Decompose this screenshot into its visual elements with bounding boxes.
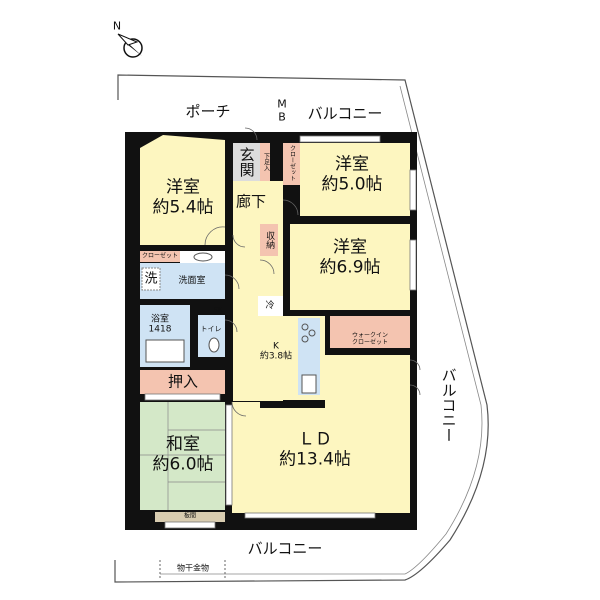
room-name: 洋室 [165,177,200,198]
sk-label: SK [213,305,223,314]
room-name: K [273,341,279,352]
western-room-2: 洋室約5.0帖 [321,155,382,194]
bathroom-name: 浴室 [150,314,169,325]
western-room-1: 洋室約5.4帖 [152,178,213,217]
toilet-label: トイレ [200,324,222,333]
balcony-right-label: バルコニー [439,367,458,443]
storage-label: 収納 [264,231,275,249]
porch-label: ポーチ [185,102,231,121]
washer-label: 洗 [144,271,158,287]
western-room-3: 洋室約6.9帖 [319,238,380,277]
room-size: 約13.4帖 [279,449,351,469]
balcony-bottom-label: バルコニー [247,539,323,558]
room-fills [140,135,410,522]
laundry-hanger-label: 物干金物 [177,563,209,573]
entrance-label: 玄関 [237,147,256,177]
room-size: 約5.4帖 [152,197,214,217]
room-name: 洋室 [334,154,369,175]
balcony-outline [114,74,489,583]
fridge-label: 冷 [265,300,275,311]
shoe-storage-label: 下足入 [262,153,270,171]
walk-in-closet-label: ウォークイン クローゼット [351,332,389,346]
balcony-top-label: バルコニー [307,104,383,123]
compass-icon [117,33,143,58]
room-size: 約6.0帖 [152,454,214,474]
small-closet-label: クローゼット [141,252,179,260]
hallway-label: 廊下 [235,192,267,211]
oshiire-label: 押入 [167,372,199,391]
room-size: 約3.8帖 [259,352,293,362]
compass-north-label: N [112,19,122,33]
bath-size: 1418 [148,325,172,335]
washroom-label: 洗面室 [178,275,206,286]
room-name: 洋室 [332,237,367,258]
room-size: 約6.9帖 [319,257,381,277]
room-size: 約5.0帖 [321,174,383,194]
mb-label: MB [277,97,287,123]
closet-label: クローゼット [288,145,296,181]
room-name: ＬＤ [297,429,332,450]
japanese-room: 和室約6.0帖 [152,435,213,474]
wood-floor-label: 板間 [183,512,197,520]
room-name: 和室 [165,434,200,455]
